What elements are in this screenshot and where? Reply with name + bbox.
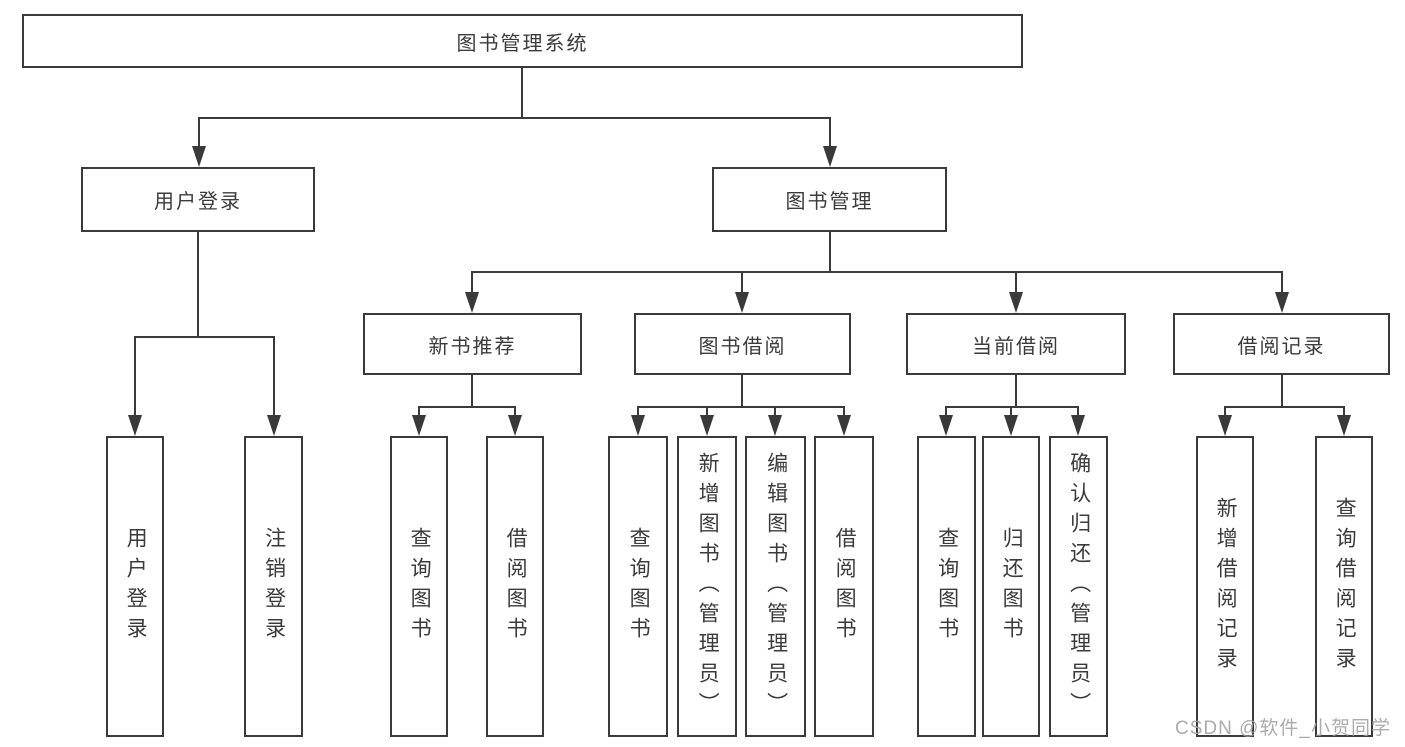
node-library-management-system: 图书管理系统 bbox=[22, 14, 1023, 68]
leaf-records-add-record: 新增借阅记录 bbox=[1196, 436, 1254, 737]
connector-records-to-leaves bbox=[1224, 375, 1345, 416]
node-label: 新书推荐 bbox=[428, 335, 517, 358]
connector-root-to-level2 bbox=[198, 68, 831, 147]
node-label: 编辑图书（管理员） bbox=[764, 451, 788, 722]
leaf-records-query-record: 查询借阅记录 bbox=[1315, 436, 1373, 737]
leaf-borrow-add-book-admin: 新增图书（管理员） bbox=[677, 436, 737, 737]
node-label: 查询图书 bbox=[408, 526, 432, 647]
node-label: 查询图书 bbox=[935, 526, 959, 647]
connector-bookborrow-to-leaves bbox=[637, 375, 845, 416]
node-label: 借阅图书 bbox=[833, 526, 857, 647]
node-label: 用户登录 bbox=[124, 526, 148, 647]
node-label: 图书管理系统 bbox=[456, 32, 589, 55]
node-label: 借阅记录 bbox=[1237, 335, 1326, 358]
node-label: 查询图书 bbox=[627, 526, 651, 647]
leaf-current-query-books: 查询图书 bbox=[917, 436, 976, 737]
leaf-borrow-edit-book-admin: 编辑图书（管理员） bbox=[745, 436, 806, 737]
node-label: 借阅图书 bbox=[504, 526, 528, 647]
connector-bookmgmt-to-level3 bbox=[471, 232, 1283, 293]
node-book-borrowing: 图书借阅 bbox=[634, 313, 851, 375]
node-borrowing-records: 借阅记录 bbox=[1173, 313, 1390, 375]
node-user-login: 用户登录 bbox=[81, 167, 315, 232]
node-label: 图书借阅 bbox=[698, 335, 787, 358]
leaf-current-confirm-return-admin: 确认归还（管理员） bbox=[1049, 436, 1108, 737]
leaf-borrow-query-books: 查询图书 bbox=[608, 436, 668, 737]
leaf-newbooks-borrow-books: 借阅图书 bbox=[486, 436, 544, 737]
node-label: 用户登录 bbox=[154, 191, 242, 213]
node-new-book-recommendation: 新书推荐 bbox=[363, 313, 582, 375]
node-label: 新增借阅记录 bbox=[1214, 496, 1238, 677]
node-current-borrowing: 当前借阅 bbox=[906, 313, 1126, 375]
connector-userlogin-to-leaves bbox=[134, 232, 275, 416]
leaf-borrow-borrow-books: 借阅图书 bbox=[814, 436, 874, 737]
node-label: 注销登录 bbox=[262, 526, 286, 647]
leaf-logout: 注销登录 bbox=[244, 436, 303, 737]
node-label: 图书管理 bbox=[785, 191, 874, 213]
node-label: 确认归还（管理员） bbox=[1067, 451, 1091, 722]
node-label: 查询借阅记录 bbox=[1333, 496, 1357, 677]
leaf-newbooks-query-books: 查询图书 bbox=[390, 436, 448, 737]
node-book-management: 图书管理 bbox=[712, 167, 947, 232]
leaf-user-login: 用户登录 bbox=[106, 436, 164, 737]
connector-currentborrow-to-leaves bbox=[945, 375, 1079, 416]
connector-newbooks-to-leaves bbox=[418, 375, 516, 416]
node-label: 归还图书 bbox=[1000, 526, 1024, 647]
csdn-watermark: CSDN @软件_小贺同学 bbox=[1175, 718, 1391, 739]
leaf-current-return-books: 归还图书 bbox=[982, 436, 1040, 737]
node-label: 当前借阅 bbox=[972, 335, 1060, 358]
node-label: 新增图书（管理员） bbox=[696, 451, 720, 722]
